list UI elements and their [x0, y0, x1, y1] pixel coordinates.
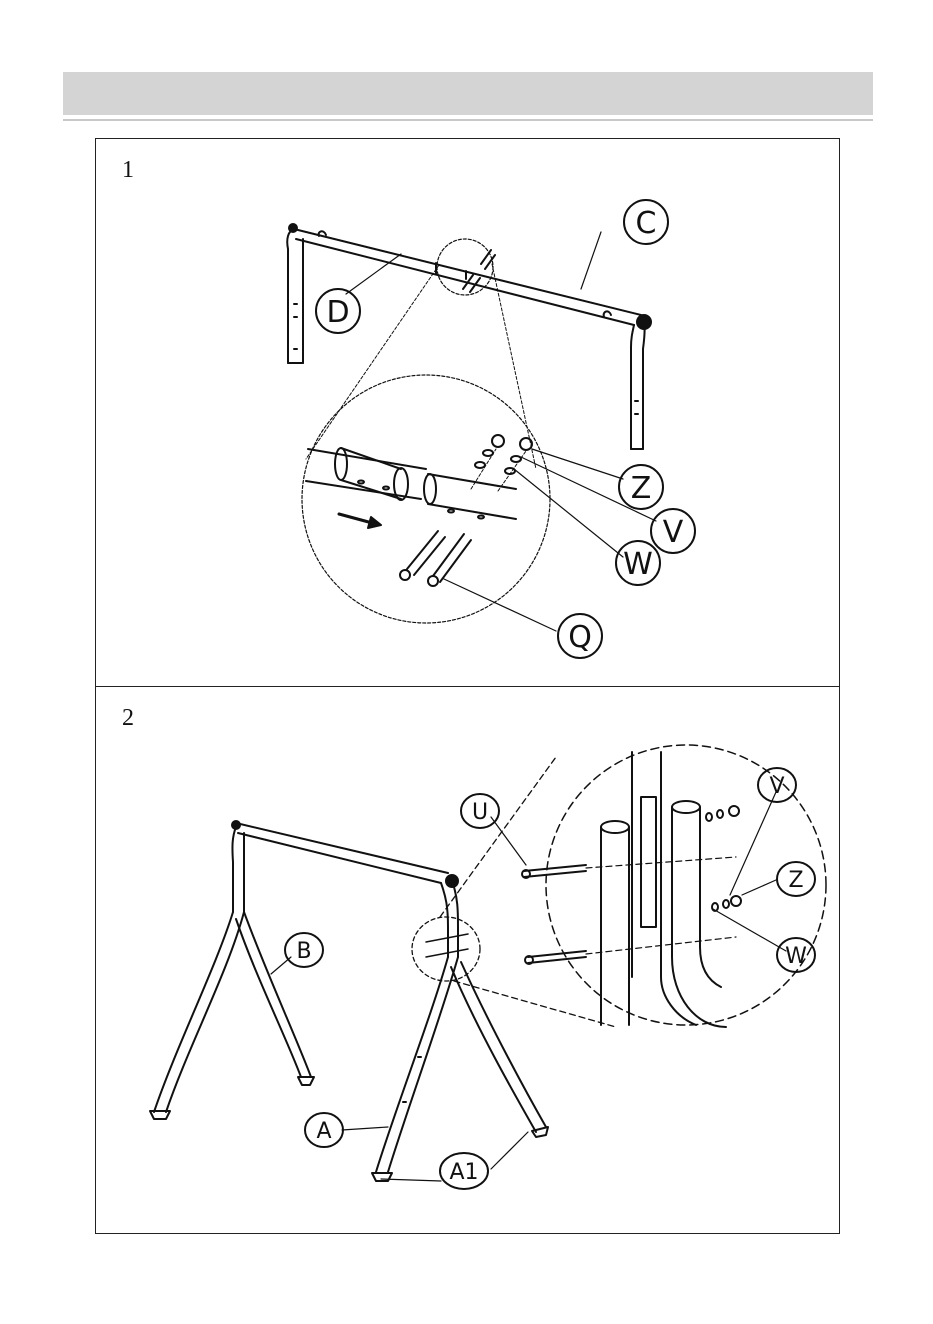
label-b: B	[296, 939, 311, 964]
label-d: D	[326, 295, 349, 330]
end-cap-left	[289, 224, 297, 232]
label-a1: A1	[449, 1160, 478, 1185]
step-1-panel: 1	[95, 138, 840, 687]
label-a: A	[316, 1119, 331, 1144]
step-1-illustration: C D Z V W Q	[96, 139, 841, 688]
label-z: Z	[631, 471, 652, 506]
label-w: W	[785, 944, 807, 969]
label-q: Q	[568, 620, 592, 655]
label-z: Z	[788, 868, 803, 893]
header-rule	[63, 119, 873, 121]
label-c: C	[636, 206, 657, 241]
label-v: V	[769, 774, 784, 799]
label-v: V	[663, 515, 684, 550]
header-bar	[63, 72, 873, 115]
end-cap-right	[637, 315, 651, 329]
label-w: W	[623, 547, 653, 582]
step-2-panel: 2	[95, 686, 840, 1234]
label-u: U	[472, 800, 488, 825]
step-2-illustration: U V Z W B A A1	[96, 687, 841, 1235]
